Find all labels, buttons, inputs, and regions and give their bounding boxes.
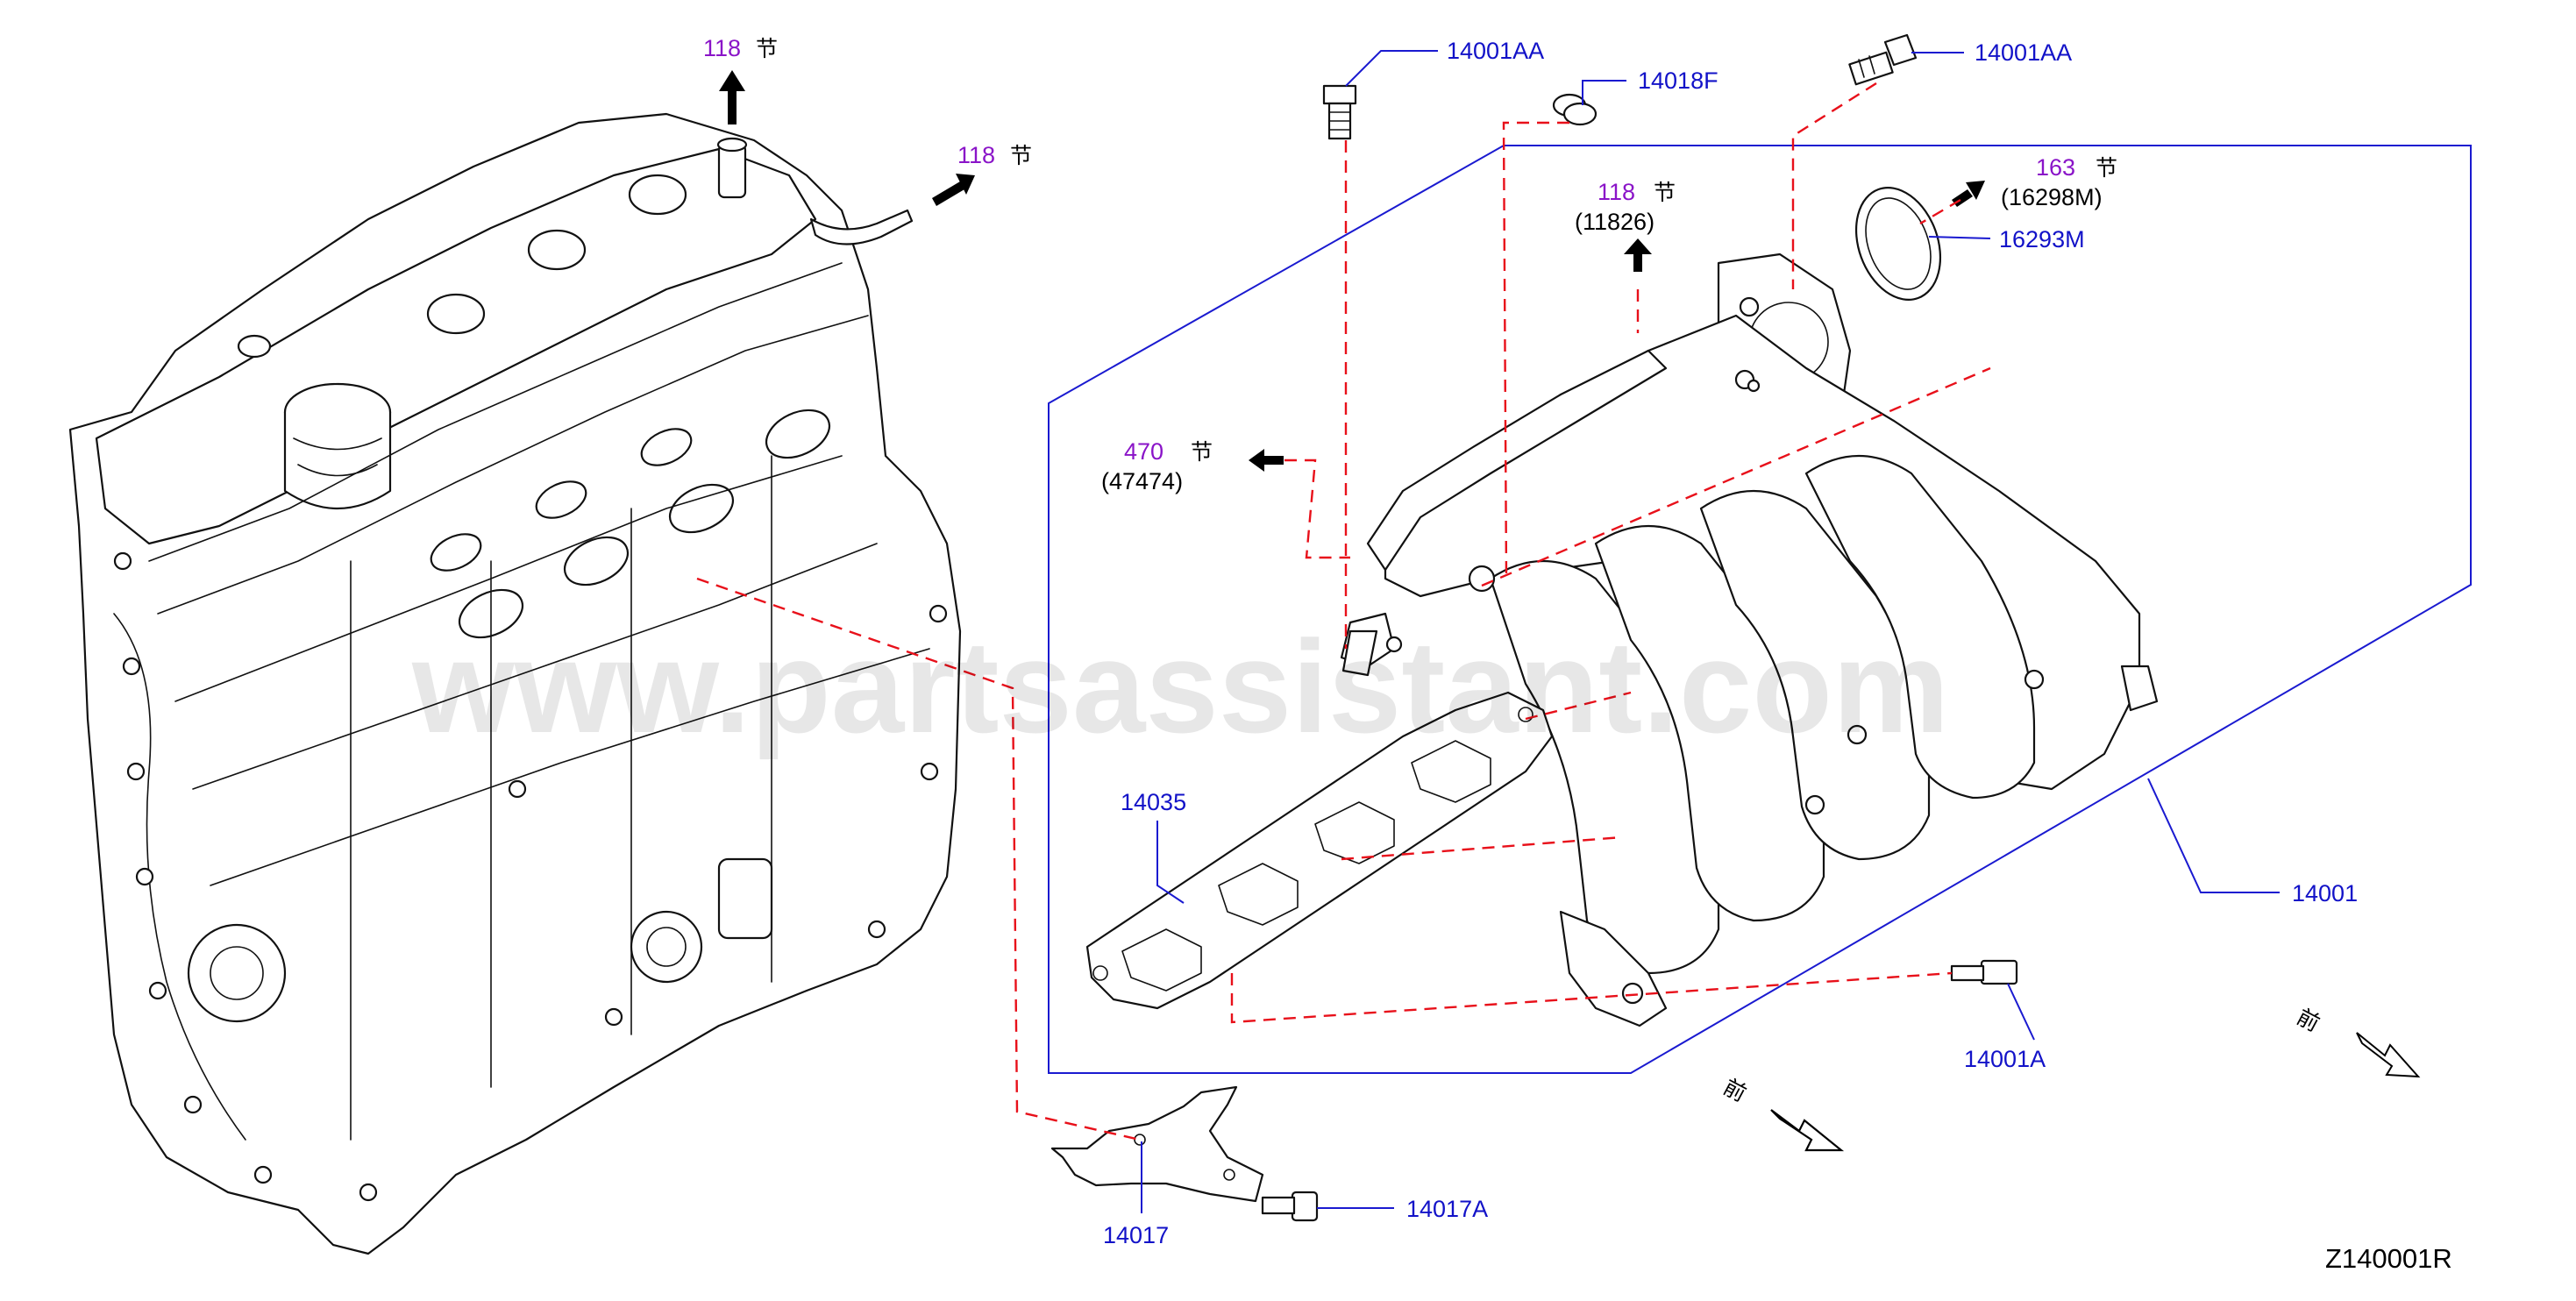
front-marker-center: 前 (1719, 1074, 1751, 1106)
part-label-14017[interactable]: 14017 (1103, 1222, 1169, 1248)
bolt-14017A-drawing (1261, 1191, 1319, 1222)
section-ref-470: 470 节 (47474) (1101, 438, 1213, 494)
throttle-seal-ring-drawing (1854, 186, 1942, 302)
section-sub-number: (16298M) (2001, 184, 2103, 210)
front-direction-arrow-center-icon (1770, 1109, 1845, 1152)
part-label-14018F[interactable]: 14018F (1638, 68, 1719, 94)
section-sub-number: (47474) (1101, 468, 1183, 494)
front-marker-right: 前 (2293, 1004, 2324, 1036)
section-char: 节 (756, 36, 778, 61)
section-number[interactable]: 118 (703, 35, 741, 61)
section-sub-number: (11826) (1575, 209, 1654, 235)
intake-port-holes (430, 409, 831, 639)
section-char: 节 (1654, 180, 1676, 205)
part-label-14001AA-left[interactable]: 14001AA (1447, 38, 1544, 64)
bolt-14001A-drawing (1950, 959, 2018, 985)
part-label-14017A[interactable]: 14017A (1406, 1196, 1488, 1222)
intake-manifold-drawing (1340, 252, 2159, 1027)
section-ref-163: 163 节 (16298M) (2001, 154, 2117, 210)
arrow-diag-right-ref-icon (932, 174, 975, 206)
part-label-14001A[interactable]: 14001A (1964, 1046, 2046, 1072)
part-label-16293M[interactable]: 16293M (1999, 226, 2085, 252)
bracket-14017-drawing (1050, 1085, 1264, 1203)
section-number[interactable]: 163 (2036, 154, 2075, 181)
bolt-14001AA-left-drawing (1322, 84, 1357, 140)
arrow-up-manifold-ref-icon (1624, 238, 1652, 272)
section-ref-118-top: 118 节 (703, 35, 778, 61)
section-ref-118-manifold: 118 节 (11826) (1575, 179, 1676, 235)
part-label-14035[interactable]: 14035 (1121, 789, 1186, 815)
assembly-dashed-lines (696, 82, 1991, 1141)
section-number[interactable]: 118 (1598, 179, 1635, 205)
arrow-up-top-ref-icon (719, 70, 745, 124)
bolt-14001AA-right-drawing (1848, 33, 1918, 86)
front-direction-arrow-right-icon (2356, 1032, 2421, 1078)
engine-bolts (113, 551, 948, 1202)
leader-lines (1141, 50, 2280, 1213)
engine-assembly-drawing (68, 112, 962, 1255)
section-char: 节 (1010, 143, 1032, 168)
arrow-left-470-ref-icon (1249, 449, 1284, 472)
part-label-14001AA-right[interactable]: 14001AA (1975, 39, 2072, 66)
section-ref-118-right: 118 节 (957, 142, 1032, 168)
watermark-text: www.partsassistant.com (411, 613, 1949, 760)
diagram-code: Z140001R (2325, 1243, 2452, 1274)
section-char: 节 (1191, 439, 1213, 465)
plug-14018F-drawing (1552, 93, 1598, 126)
section-number[interactable]: 470 (1124, 438, 1163, 465)
part-label-14001[interactable]: 14001 (2292, 880, 2358, 906)
section-number[interactable]: 118 (957, 142, 995, 168)
manifold-gasket-drawing (1085, 691, 1554, 1010)
section-char: 节 (2096, 155, 2117, 181)
